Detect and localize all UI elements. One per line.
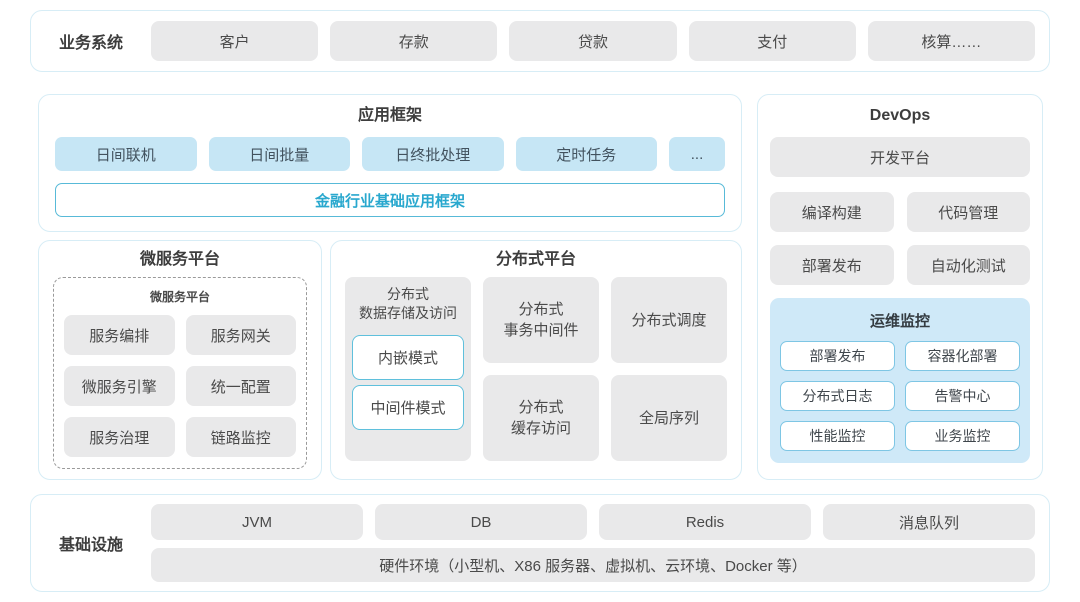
distributed-cache-line2: 缓存访问	[510, 420, 571, 437]
ops-item-container-deploy: 容器化部署	[905, 341, 1020, 371]
infrastructure-panel: 基础设施 JVM DB Redis 消息队列 硬件环境（小型机、X86 服务器、…	[30, 494, 1050, 592]
infrastructure-content: JVM DB Redis 消息队列 硬件环境（小型机、X86 服务器、虚拟机、云…	[151, 504, 1035, 582]
micro-item-engine: 微服务引擎	[64, 366, 175, 406]
micro-item-governance: 服务治理	[64, 417, 175, 457]
distributed-storage-label-line1: 分布式	[387, 286, 429, 302]
micro-item-tracing: 链路监控	[185, 417, 296, 457]
distributed-panel: 分布式平台 分布式 数据存储及访问 内嵌模式 中间件模式 分布式 事务中间件 分…	[330, 240, 742, 480]
distributed-transaction-line1: 分布式	[518, 301, 564, 318]
ops-item-perf-monitor: 性能监控	[780, 421, 895, 451]
ops-monitoring-grid: 部署发布 容器化部署 分布式日志 告警中心 性能监控 业务监控	[780, 341, 1020, 451]
micro-item-orchestration: 服务编排	[64, 315, 175, 355]
business-item-accounting: 核算……	[867, 21, 1036, 61]
hardware-environment-bar: 硬件环境（小型机、X86 服务器、虚拟机、云环境、Docker 等）	[151, 548, 1035, 582]
microservice-grid: 服务编排 服务网关 微服务引擎 统一配置 服务治理 链路监控	[64, 315, 296, 457]
business-item-deposit: 存款	[330, 21, 498, 61]
business-item-loan: 贷款	[509, 21, 677, 61]
microservice-inner-box: 微服务平台 服务编排 服务网关 微服务引擎 统一配置 服务治理 链路监控	[53, 277, 307, 469]
micro-item-config: 统一配置	[185, 366, 296, 406]
devops-title: DevOps	[869, 107, 931, 124]
infrastructure-items-row: JVM DB Redis 消息队列	[151, 504, 1035, 540]
financial-base-framework-bar: 金融行业基础应用框架	[55, 183, 725, 217]
infrastructure-label: 基础设施	[58, 537, 123, 554]
devops-grid: 编译构建 代码管理 部署发布 自动化测试	[770, 192, 1030, 285]
devops-dev-platform: 开发平台	[770, 137, 1030, 177]
business-systems-panel: 业务系统 客户 存款 贷款 支付 核算……	[30, 10, 1050, 72]
business-items-row: 客户 存款 贷款 支付 核算……	[151, 21, 1036, 61]
ops-item-biz-monitor: 业务监控	[905, 421, 1020, 451]
distributed-title: 分布式平台	[495, 251, 576, 268]
app-item-scheduled-tasks: 定时任务	[515, 137, 657, 171]
app-item-daytime-online: 日间联机	[55, 137, 197, 171]
storage-mode-embedded: 内嵌模式	[352, 335, 464, 380]
devops-item-build: 编译构建	[770, 192, 894, 232]
infra-item-db: DB	[375, 504, 587, 540]
infra-item-mq: 消息队列	[823, 504, 1035, 540]
ops-monitoring-panel: 运维监控 部署发布 容器化部署 分布式日志 告警中心 性能监控 业务监控	[770, 298, 1030, 463]
app-framework-panel: 应用框架 日间联机 日间批量 日终批处理 定时任务 ... 金融行业基础应用框架	[38, 94, 742, 232]
distributed-scheduling-box: 分布式调度	[611, 277, 727, 363]
distributed-cache-box: 分布式 缓存访问	[483, 375, 599, 461]
infra-item-redis: Redis	[599, 504, 811, 540]
business-item-customer: 客户	[151, 21, 319, 61]
distributed-storage-label: 分布式 数据存储及访问	[352, 285, 464, 323]
ops-monitoring-title: 运维监控	[869, 313, 930, 330]
ops-item-deploy: 部署发布	[780, 341, 895, 371]
microservice-panel: 微服务平台 微服务平台 服务编排 服务网关 微服务引擎 统一配置 服务治理 链路…	[38, 240, 322, 480]
microservice-title: 微服务平台	[139, 251, 220, 268]
distributed-transaction-box: 分布式 事务中间件	[483, 277, 599, 363]
distributed-cache-line1: 分布式	[518, 399, 564, 416]
distributed-storage-label-line2: 数据存储及访问	[359, 305, 457, 321]
distributed-storage-box: 分布式 数据存储及访问 内嵌模式 中间件模式	[345, 277, 471, 461]
app-item-eod-batch: 日终批处理	[362, 137, 504, 171]
micro-item-gateway: 服务网关	[185, 315, 296, 355]
global-sequence-box: 全局序列	[611, 375, 727, 461]
ops-item-dist-log: 分布式日志	[780, 381, 895, 411]
app-framework-title: 应用框架	[357, 107, 422, 124]
distributed-transaction-line2: 事务中间件	[503, 322, 579, 339]
infra-item-jvm: JVM	[151, 504, 363, 540]
app-item-more: ...	[669, 137, 725, 171]
microservice-inner-title: 微服务平台	[149, 290, 210, 304]
distributed-grid: 分布式 数据存储及访问 内嵌模式 中间件模式 分布式 事务中间件 分布式调度 分…	[345, 277, 727, 461]
business-item-payment: 支付	[688, 21, 856, 61]
ops-item-alert-center: 告警中心	[905, 381, 1020, 411]
devops-item-auto-test: 自动化测试	[906, 245, 1030, 285]
devops-item-code-mgmt: 代码管理	[906, 192, 1030, 232]
app-framework-items-row: 日间联机 日间批量 日终批处理 定时任务 ...	[55, 137, 725, 171]
storage-mode-middleware: 中间件模式	[352, 385, 464, 430]
devops-panel: DevOps 开发平台 编译构建 代码管理 部署发布 自动化测试 运维监控 部署…	[757, 94, 1043, 480]
app-item-daytime-batch: 日间批量	[208, 137, 350, 171]
business-systems-label: 业务系统	[58, 35, 123, 52]
devops-item-deploy: 部署发布	[770, 245, 894, 285]
